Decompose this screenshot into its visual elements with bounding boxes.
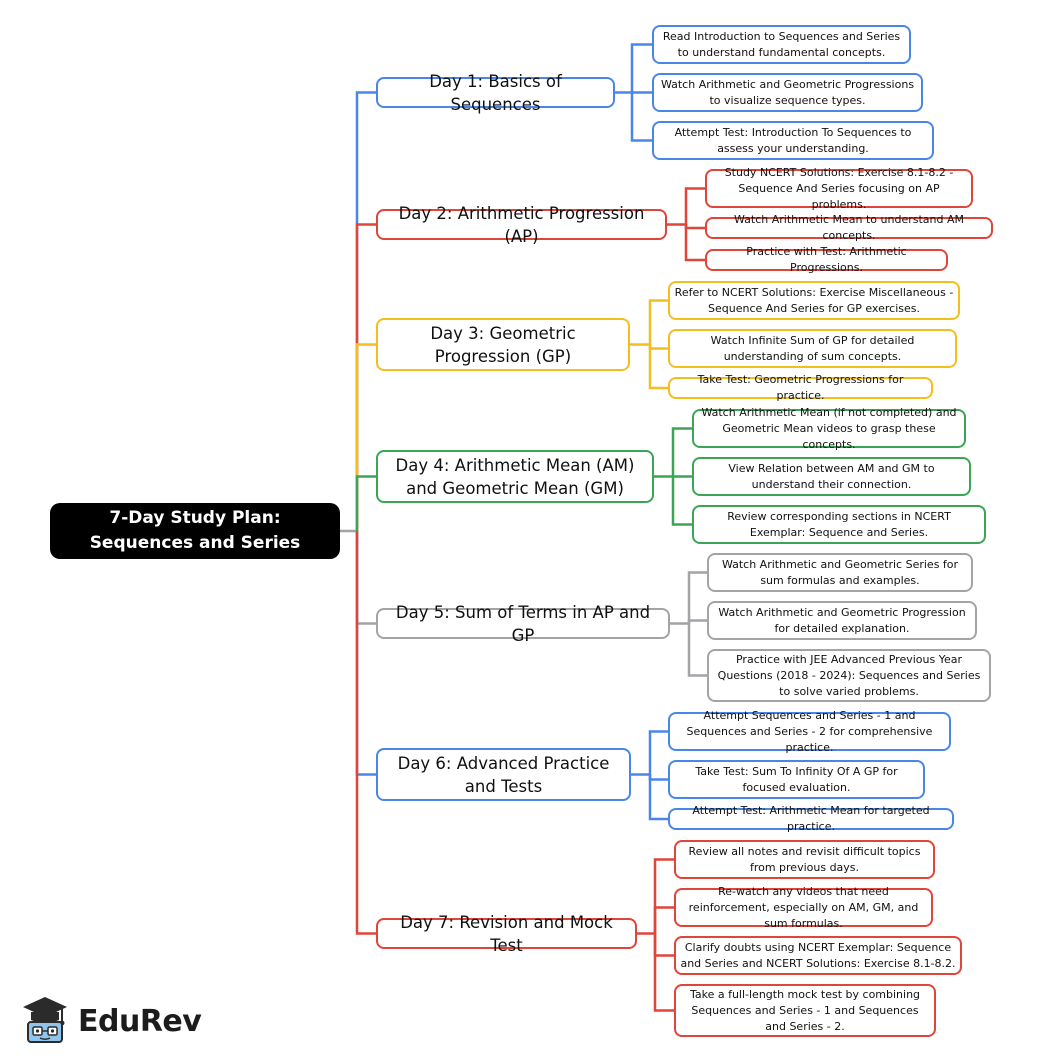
day3-task3: Take Test: Geometric Progressions for pr… (668, 373, 933, 402)
day5-task2: Watch Arithmetic and Geometric Progressi… (707, 601, 977, 640)
day7-task4-connector (653, 933, 674, 1012)
day2-connector (355, 223, 376, 531)
day2-node: Day 2: Arithmetic Progression (AP) (376, 204, 667, 246)
day7-task2-connector (653, 906, 674, 934)
day6-task3-connector (648, 774, 668, 821)
day2-task3-connector (684, 224, 705, 262)
day5-task1: Watch Arithmetic and Geometric Series fo… (707, 553, 973, 592)
day5-task3-connector (687, 623, 707, 677)
day2-task1: Study NCERT Solutions: Exercise 8.1-8.2 … (705, 166, 973, 211)
day4-task1: Watch Arithmetic Mean (if not completed)… (692, 406, 966, 451)
day5-connector (355, 531, 376, 625)
day5-task2-connector (687, 619, 707, 624)
day7-task1-connector (653, 858, 674, 934)
day6-task2: Take Test: Sum To Infinity Of A GP for f… (668, 760, 925, 799)
day6-task2-connector (648, 774, 668, 781)
day3-task1-connector (648, 299, 668, 345)
day3-task3-connector (648, 344, 668, 390)
day5-node: Day 5: Sum of Terms in AP and GP (376, 603, 670, 645)
graduation-cap-icon (18, 994, 72, 1048)
day2-task3: Practice with Test: Arithmetic Progressi… (705, 245, 948, 274)
brand-name: EduRev (78, 1003, 202, 1039)
day7-task4: Take a full-length mock test by combinin… (674, 984, 936, 1037)
day4-connector (355, 475, 376, 531)
day4-task3: Review corresponding sections in NCERT E… (692, 505, 986, 544)
day1-task3-connector (630, 92, 652, 142)
day6-task3: Attempt Test: Arithmetic Mean for target… (668, 804, 954, 833)
day3-connector (355, 343, 376, 531)
root-node: 7-Day Study Plan: Sequences and Series (50, 503, 340, 559)
day7-node: Day 7: Revision and Mock Test (376, 913, 637, 955)
day5-task3: Practice with JEE Advanced Previous Year… (707, 649, 991, 702)
day4-node: Day 4: Arithmetic Mean (AM) and Geometri… (376, 450, 654, 503)
day7-task1: Review all notes and revisit difficult t… (674, 840, 935, 879)
day6-task1-connector (648, 730, 668, 775)
day1-node: Day 1: Basics of Sequences (376, 72, 615, 114)
day3-task2: Watch Infinite Sum of GP for detailed un… (668, 329, 957, 368)
day6-node: Day 6: Advanced Practice and Tests (376, 748, 631, 801)
day7-task3-connector (653, 933, 674, 957)
day5-task1-connector (687, 571, 707, 624)
day4-task1-connector (671, 427, 692, 477)
day4-task2: View Relation between AM and GM to under… (692, 457, 971, 496)
day7-task2: Re-watch any videos that need reinforcem… (674, 885, 933, 930)
day2-task1-connector (684, 187, 705, 225)
day2-task2-connector (684, 224, 705, 230)
day3-task1: Refer to NCERT Solutions: Exercise Misce… (668, 281, 960, 320)
day3-task2-connector (648, 344, 668, 350)
day4-task3-connector (671, 476, 692, 526)
day1-task1: Read Introduction to Sequences and Serie… (652, 25, 911, 64)
day1-connector (355, 91, 376, 531)
day1-task2: Watch Arithmetic and Geometric Progressi… (652, 73, 923, 112)
day7-task3: Clarify doubts using NCERT Exemplar: Seq… (674, 936, 962, 975)
day1-task1-connector (630, 43, 652, 93)
edurev-logo: EduRev (18, 994, 202, 1048)
day7-connector (355, 531, 376, 935)
day3-node: Day 3: Geometric Progression (GP) (376, 318, 630, 371)
day2-task2: Watch Arithmetic Mean to understand AM c… (705, 213, 993, 242)
day6-connector (355, 531, 376, 776)
day1-task3: Attempt Test: Introduction To Sequences … (652, 121, 934, 160)
day6-task1: Attempt Sequences and Series - 1 and Seq… (668, 709, 951, 754)
